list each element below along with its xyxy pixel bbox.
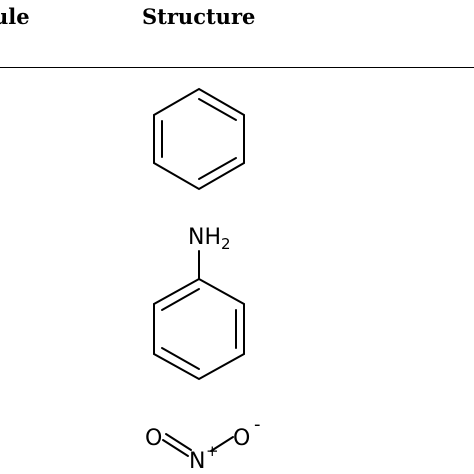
benzene-structure [153, 87, 245, 191]
amine-subscript: 2 [221, 235, 231, 253]
amine-element: NH [188, 225, 221, 250]
nitro-double-bond-b [165, 433, 192, 451]
aniline-double-bond-2 [161, 347, 200, 370]
benzene-ring [153, 87, 245, 191]
column-header-structure: Structure [142, 4, 256, 29]
nitro-right-oxygen: O [233, 426, 250, 451]
aniline-double-bond-3 [161, 288, 200, 311]
nitro-left-oxygen: O [145, 426, 162, 451]
nitro-nitrogen: N [189, 449, 205, 474]
amine-label: NH2 [188, 225, 231, 253]
nitro-single-bond [210, 436, 234, 452]
aniline-ring [153, 277, 245, 381]
nitro-double-bond-a [162, 439, 189, 457]
benzene-double-bond-1 [198, 98, 237, 121]
header-rule [0, 67, 474, 68]
nitro-structure: O N + O - [145, 414, 261, 474]
benzene-double-bond-2 [198, 157, 237, 180]
column-header-molecule: ule [0, 4, 30, 29]
nitro-oxygen-charge: - [254, 414, 261, 435]
aniline-structure: NH2 [153, 225, 245, 381]
